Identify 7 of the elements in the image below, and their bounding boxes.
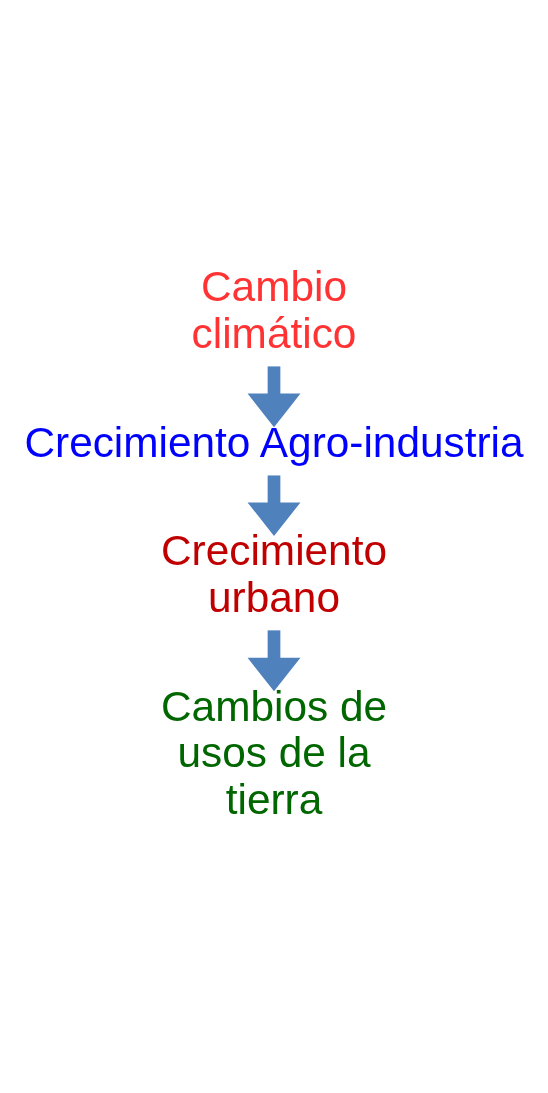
arrow — [247, 365, 301, 427]
node-text: Cambio climático — [191, 262, 357, 357]
node-text: Crecimiento Agro-industria — [24, 418, 524, 466]
node-text: Cambios de usos de la tierra — [160, 682, 388, 823]
arrow — [247, 629, 301, 691]
node-text: Crecimiento urbano — [161, 526, 387, 621]
arrow — [247, 474, 301, 536]
